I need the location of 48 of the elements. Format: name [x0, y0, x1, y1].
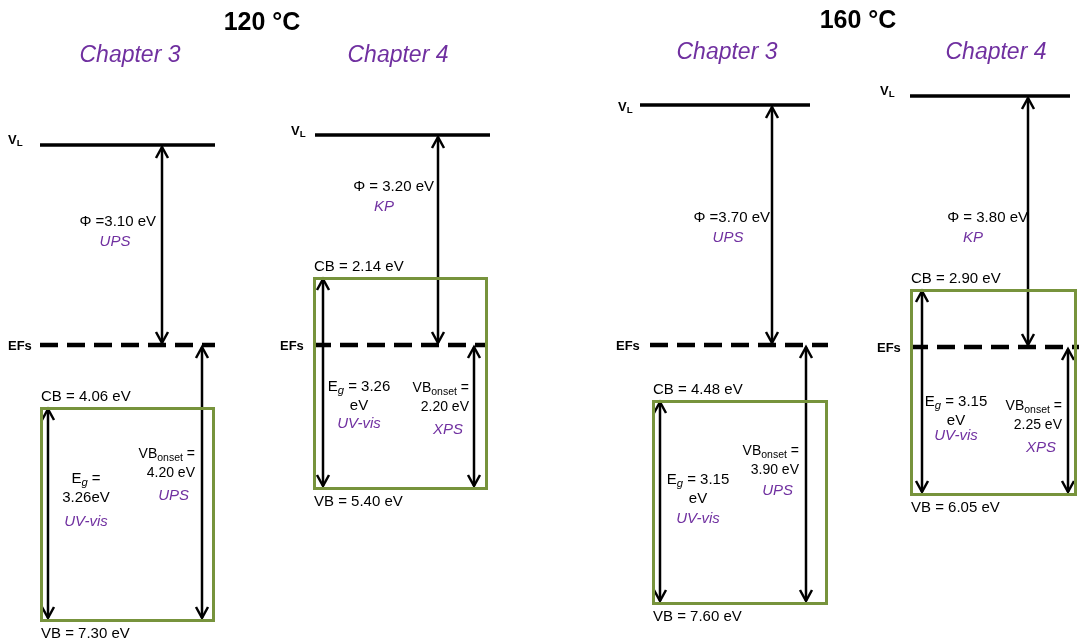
method-label: UPS	[761, 481, 793, 500]
method-label: UV-vis	[933, 426, 979, 445]
method-label: KP	[962, 228, 984, 247]
chapter-label: Chapter 4	[346, 40, 450, 69]
band-gap-value: E$_{g}$ = 3.26eV	[61, 468, 111, 506]
level-label: EFs	[280, 338, 305, 355]
band-gap-value: E$_{g}$ = 3.15 eV	[665, 469, 731, 507]
band-gap-box	[652, 400, 828, 605]
conduction-band-label: CB = 2.90 eV	[911, 269, 1001, 288]
work-function-value: Φ =3.10 eV	[78, 212, 156, 231]
valence-band-label: VB = 7.30 eV	[41, 624, 130, 643]
temperature-heading: 120 °C	[222, 6, 302, 37]
valence-band-onset-value: VB$_{onset}$ = 2.20 eV	[411, 378, 469, 416]
level-label: EFs	[877, 340, 902, 357]
method-label: UPS	[157, 486, 189, 505]
level-label: V$_{L}$	[8, 132, 24, 149]
valence-band-label: VB = 7.60 eV	[653, 607, 742, 626]
band-gap-value: E$_{g}$ = 3.26 eV	[326, 376, 392, 414]
chapter-label: Chapter 3	[78, 40, 182, 69]
method-label: UPS	[711, 228, 745, 247]
conduction-band-label: CB = 4.48 eV	[653, 380, 743, 399]
method-label: XPS	[1025, 438, 1056, 457]
band-gap-box	[910, 289, 1077, 496]
method-label: UV-vis	[675, 509, 721, 528]
method-label: UV-vis	[336, 414, 382, 433]
method-label: UPS	[98, 232, 132, 251]
conduction-band-label: CB = 4.06 eV	[41, 387, 131, 406]
level-label: V$_{L}$	[291, 123, 307, 140]
work-function-value: Φ = 3.20 eV	[352, 177, 434, 196]
level-label: EFs	[616, 338, 641, 355]
chapter-label: Chapter 3	[675, 37, 779, 66]
method-label: UV-vis	[63, 512, 109, 531]
conduction-band-label: CB = 2.14 eV	[314, 257, 404, 276]
band-gap-value: E$_{g}$ = 3.15 eV	[923, 391, 989, 429]
method-label: XPS	[432, 420, 463, 439]
valence-band-label: VB = 5.40 eV	[314, 492, 403, 511]
band-gap-box	[313, 277, 488, 490]
work-function-value: Φ =3.70 eV	[692, 208, 770, 227]
valence-band-onset-value: VB$_{onset}$ = 4.20 eV	[137, 444, 195, 482]
level-label: V$_{L}$	[880, 83, 896, 100]
valence-band-label: VB = 6.05 eV	[911, 498, 1000, 517]
level-label: EFs	[8, 338, 33, 355]
level-label: V$_{L}$	[618, 99, 634, 116]
temperature-heading: 160 °C	[818, 4, 898, 35]
chapter-label: Chapter 4	[944, 37, 1048, 66]
work-function-value: Φ = 3.80 eV	[946, 208, 1028, 227]
band-gap-box	[40, 407, 215, 622]
method-label: KP	[373, 197, 395, 216]
